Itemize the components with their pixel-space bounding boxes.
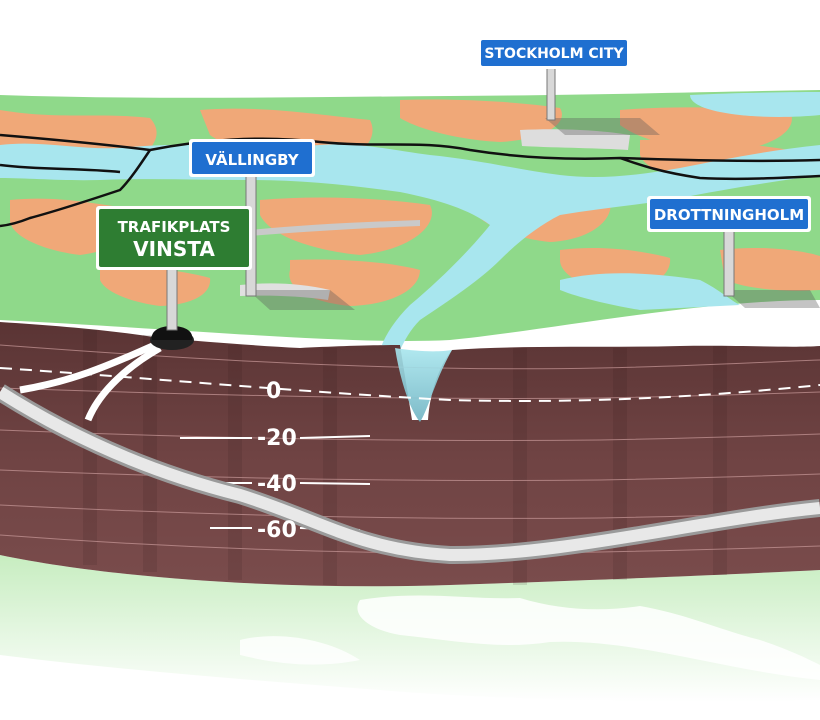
- sign-vallingby: VÄLLINGBY: [189, 139, 315, 297]
- tunnel: [0, 341, 820, 565]
- sign-drottningholm: DROTTNINGHOLM: [647, 196, 811, 297]
- sign-label-drottningholm: DROTTNINGHOLM: [654, 206, 804, 224]
- sign-label-vinsta: VINSTA: [133, 237, 215, 261]
- depth-label-minus-60: -60: [257, 518, 297, 543]
- depth-scale: 0 -20 -40 -60: [257, 379, 297, 543]
- depth-label-0: 0: [266, 379, 281, 404]
- depth-label-minus-20: -20: [257, 426, 297, 451]
- sign-label-trafikplats: TRAFIKPLATS: [118, 218, 231, 236]
- base-landscape: [0, 555, 820, 702]
- depth-label-minus-40: -40: [257, 472, 297, 497]
- sign-trafikplats-vinsta: TRAFIKPLATS VINSTA: [96, 206, 252, 350]
- sign-label-stockholm-city: STOCKHOLM CITY: [484, 46, 624, 62]
- sign-label-vallingby: VÄLLINGBY: [205, 150, 299, 169]
- sign-shadows: [248, 118, 820, 310]
- sign-stockholm-city: STOCKHOLM CITY: [478, 37, 630, 121]
